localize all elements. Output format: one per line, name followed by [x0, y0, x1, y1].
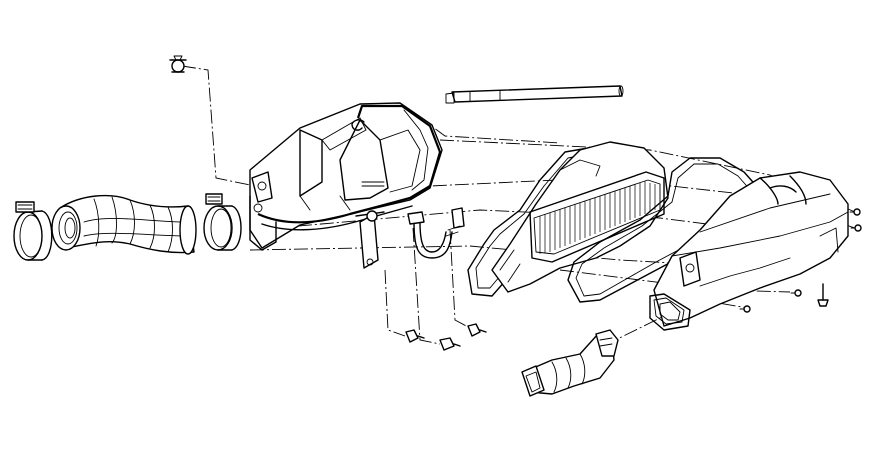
screw	[849, 208, 861, 216]
screw	[739, 305, 751, 313]
filter-pleats	[539, 181, 656, 254]
air-filter-element	[491, 141, 669, 293]
hose-clamp-right	[203, 193, 242, 251]
intake-duct-corrugated	[51, 194, 197, 255]
clip-fastener	[169, 55, 187, 73]
screw	[790, 289, 802, 297]
bolt	[405, 329, 425, 343]
bolt	[439, 337, 461, 351]
hose-clamp-left	[13, 201, 53, 261]
screw	[850, 224, 862, 232]
airbox-upper-cover	[649, 171, 849, 331]
breather-tube	[445, 85, 624, 104]
bolt	[467, 323, 487, 337]
outlet-boot	[521, 329, 619, 397]
cover-gasket	[567, 157, 761, 303]
screw	[817, 283, 829, 307]
mounting-bracket	[355, 210, 385, 269]
bent-tube	[407, 207, 465, 259]
airbox-lower-housing	[249, 102, 443, 251]
